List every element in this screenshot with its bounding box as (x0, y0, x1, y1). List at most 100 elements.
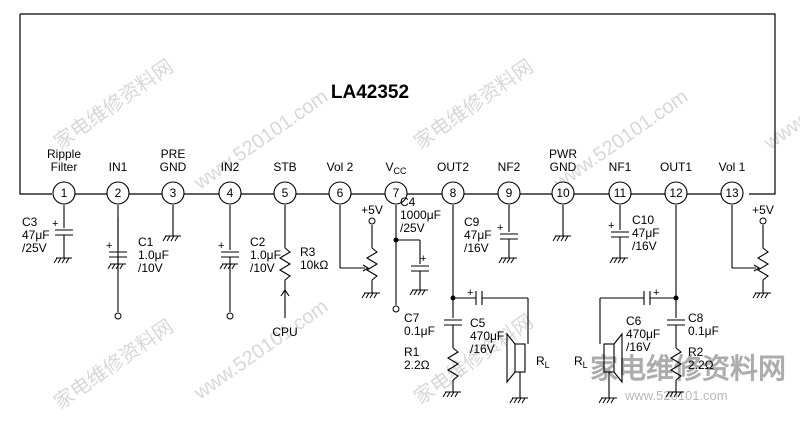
pin-label: Ripple (47, 147, 81, 161)
ground-symbol (409, 289, 428, 296)
pin-12: 12 OUT1 (660, 160, 692, 205)
pin-circle (218, 181, 242, 205)
pin-label: PRE (161, 147, 186, 161)
svg-text:+: + (218, 240, 224, 252)
pin-number: 4 (227, 186, 234, 200)
pin-4: 4 IN2 (218, 160, 242, 205)
wiring (55, 205, 770, 398)
pin-circle (608, 181, 632, 205)
pin-number: 13 (725, 186, 739, 200)
watermark-text: 家电维修资料网 (410, 55, 538, 154)
pin-label: GND (160, 160, 187, 174)
pin-2: 2 IN1 (106, 160, 130, 205)
pin-number: 3 (170, 186, 177, 200)
pin-label: NF2 (498, 160, 521, 174)
watermark-text: 家电维修资料网 (50, 55, 178, 154)
pin-label: IN2 (221, 160, 240, 174)
pin-circle (497, 181, 521, 205)
watermark-text: www.520101.com (549, 86, 692, 195)
polarity-marks: + + + + + + + + (52, 218, 659, 299)
pin-label: NF1 (609, 160, 632, 174)
watermark-url: www.520101.com (624, 388, 728, 403)
pin-11: 11 NF1 (608, 160, 632, 205)
svg-text:+: + (653, 287, 659, 299)
ground-symbol (219, 263, 238, 270)
watermark-text: www.520101.com (189, 296, 332, 405)
pin-label: Vol 2 (327, 160, 354, 174)
ground-symbol (609, 257, 628, 264)
ground-symbol (53, 257, 72, 264)
svg-text:+: + (52, 218, 58, 230)
pin-number: 10 (556, 186, 570, 200)
pin-6: 6 Vol 2 (327, 160, 354, 205)
pin-label: IN1 (109, 160, 128, 174)
pin-label: GND (550, 160, 577, 174)
pin-circle (273, 181, 297, 205)
ground-symbol (162, 235, 181, 242)
svg-text:+: + (497, 222, 503, 234)
pin-number: 7 (393, 186, 400, 200)
ground-symbol (509, 397, 528, 404)
label-cpu: CPU (272, 325, 297, 339)
label-v5b: +5V (752, 203, 774, 217)
pin-circle (664, 181, 688, 205)
label-rl1: RL (574, 354, 588, 370)
ground-symbol (598, 397, 617, 404)
pin-circle (441, 181, 465, 205)
pin-number: 11 (614, 186, 627, 200)
ground-symbols (53, 235, 771, 404)
junction-dots (393, 237, 679, 301)
ground-symbol (752, 292, 771, 299)
pin-circle (384, 181, 408, 205)
pin-label: VCC (385, 160, 407, 176)
ground-symbol (107, 263, 126, 270)
pin-circle (551, 181, 575, 205)
pin-number: 6 (337, 186, 344, 200)
pin-label: OUT2 (437, 160, 469, 174)
pin-circle (161, 181, 185, 205)
pin-label: OUT1 (660, 160, 692, 174)
ground-symbol (665, 391, 684, 398)
pin-number: 12 (669, 186, 683, 200)
pin-label: Filter (51, 160, 78, 174)
pin-circle (106, 181, 130, 205)
ground-symbol (498, 257, 517, 264)
ic-body: LA42352 (19, 13, 776, 195)
pin-circle (52, 181, 76, 205)
pin-circle (720, 181, 744, 205)
pin-number: 5 (282, 186, 289, 200)
chip-part-number: LA42352 (331, 82, 409, 103)
pin-label: Vol 1 (719, 160, 746, 174)
watermark-text: www.520101.com (189, 86, 332, 195)
svg-text:+: + (467, 287, 473, 299)
pin-number: 9 (506, 186, 513, 200)
label-rl2: RL (536, 354, 550, 370)
svg-text:+: + (420, 253, 426, 265)
pin-number: 1 (61, 186, 68, 200)
terminals (114, 217, 767, 320)
label-v5a: +5V (361, 203, 383, 217)
watermark-text: 家电维修资料网 (50, 315, 178, 414)
pin-9: 9 NF2 (497, 160, 521, 205)
pin-label: PWR (549, 147, 577, 161)
watermark-brand: 家电维修资料网 (590, 352, 786, 384)
pin-number: 2 (115, 186, 122, 200)
ground-symbol (361, 292, 380, 299)
